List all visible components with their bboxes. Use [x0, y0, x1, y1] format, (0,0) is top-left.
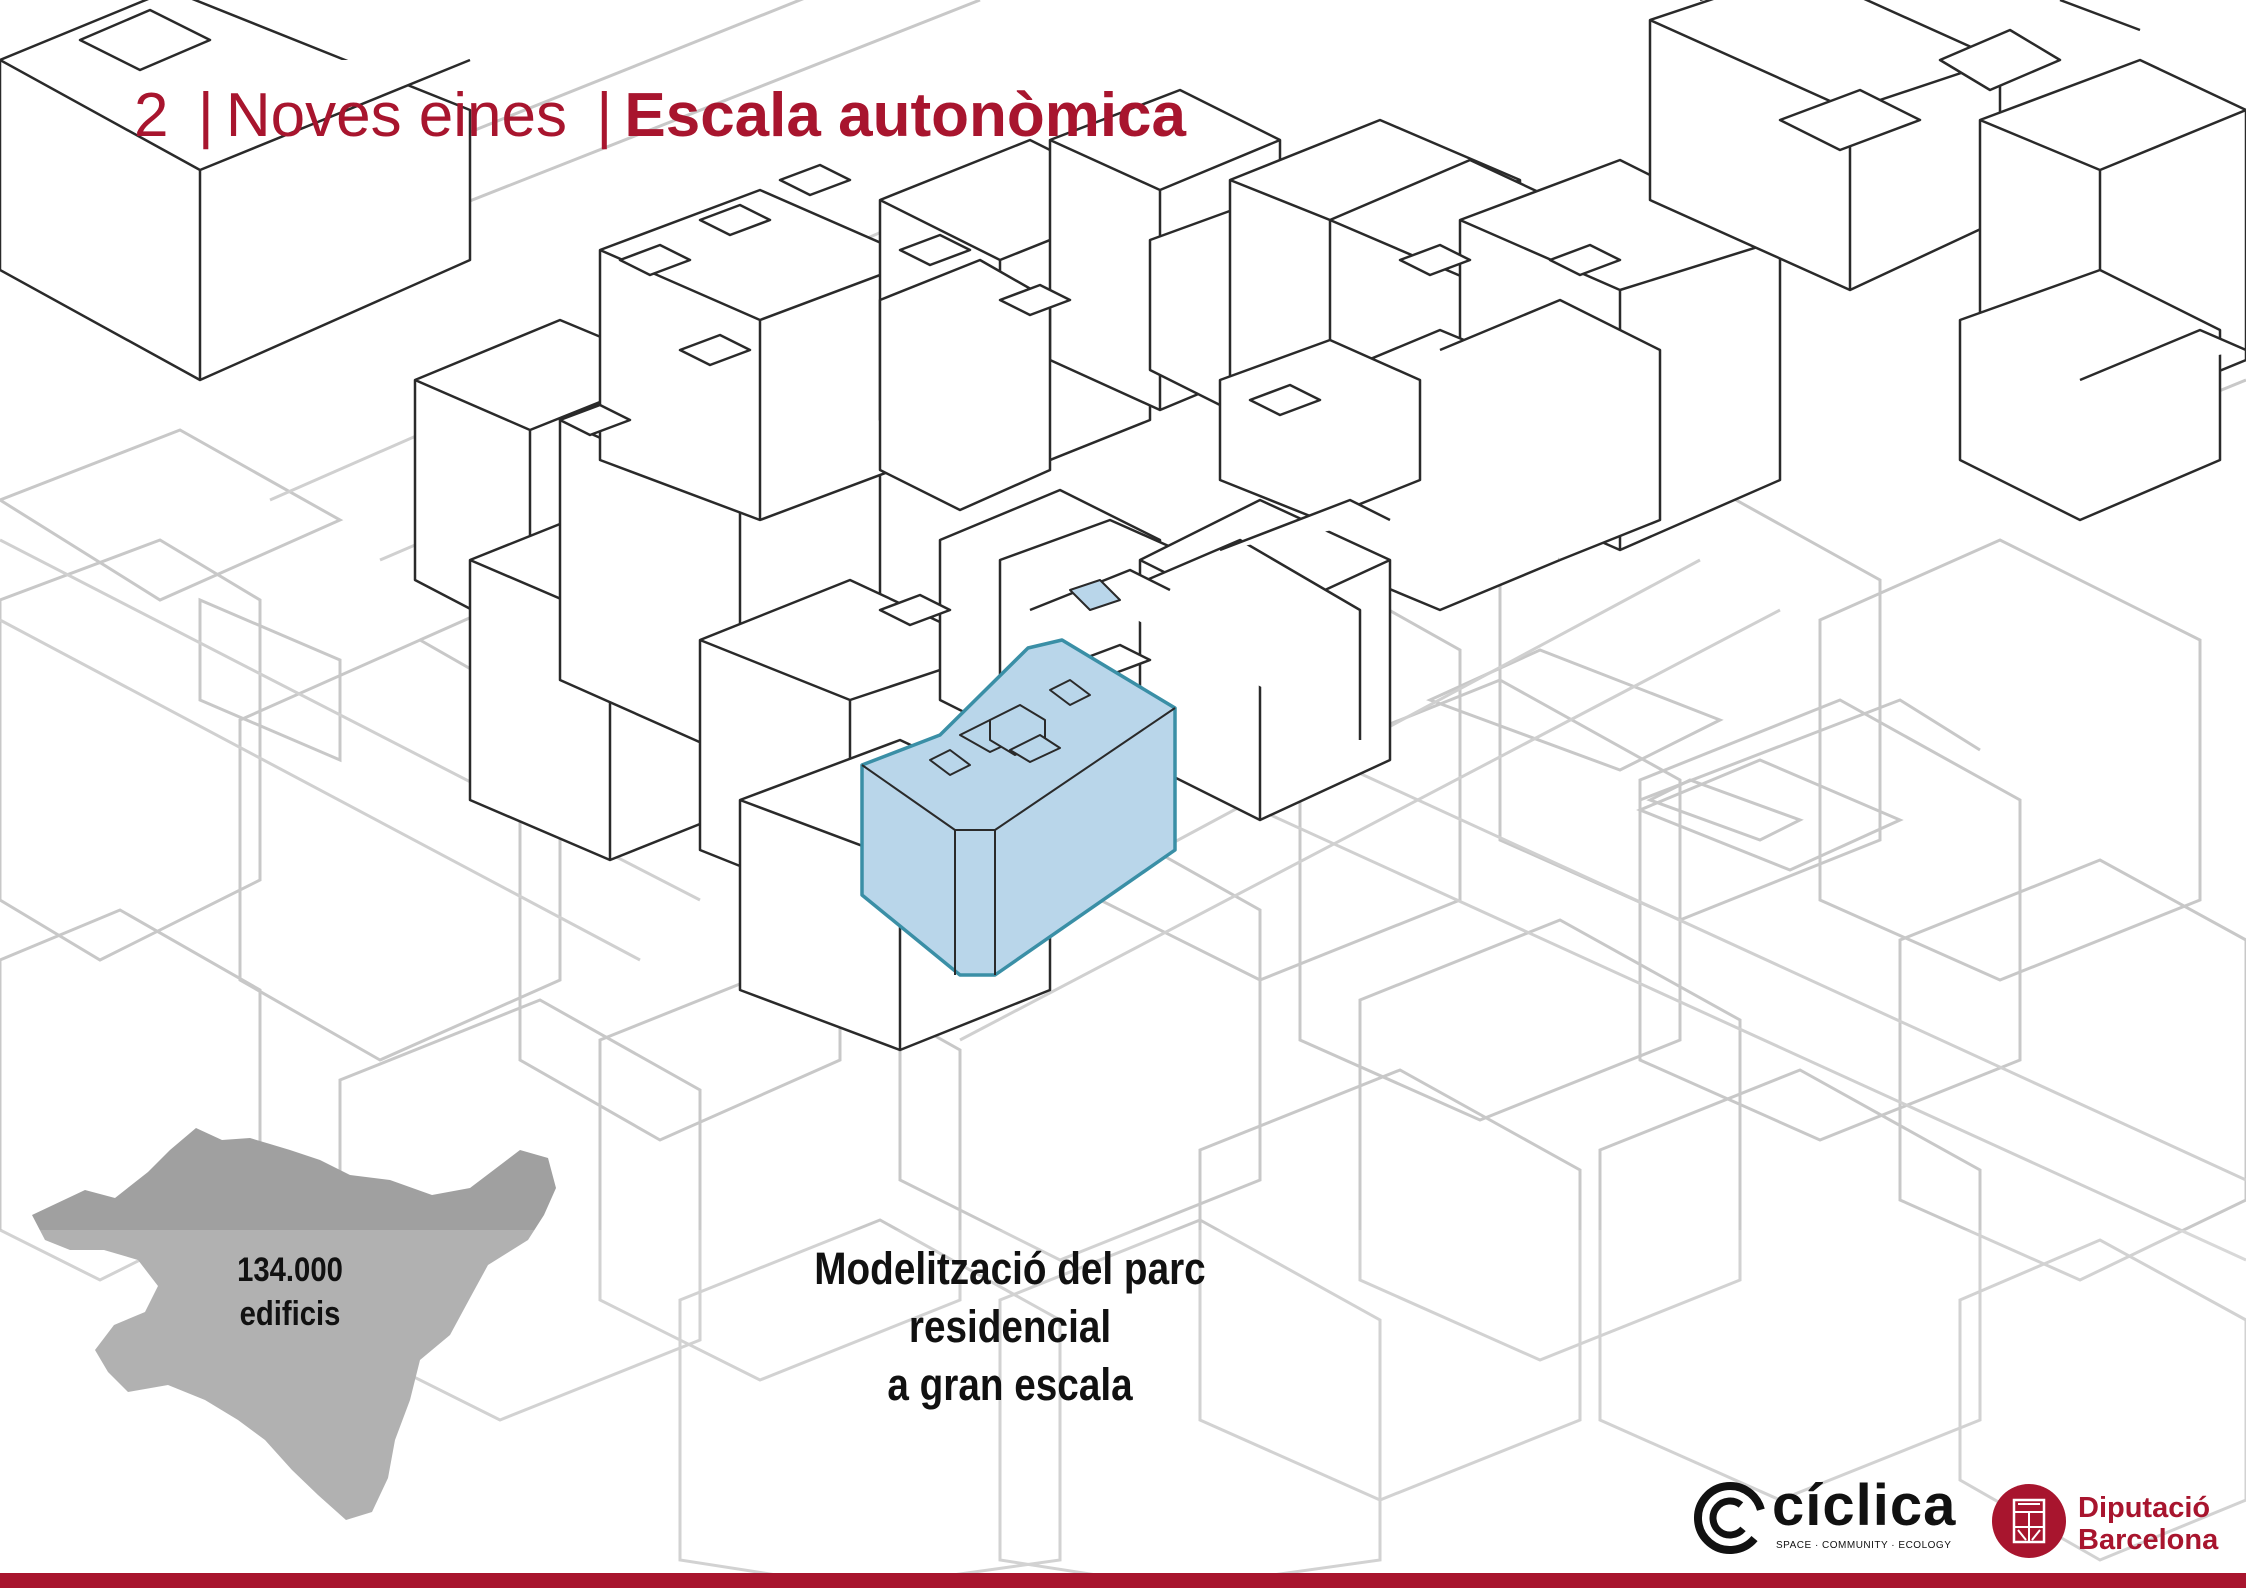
title-separator: |	[197, 81, 214, 150]
diputacio-line1: Diputació	[2078, 1492, 2211, 1524]
highlighted-building	[860, 579, 1177, 977]
ciclica-tagline: SPACE · COMMUNITY · ECOLOGY	[1776, 1540, 1952, 1551]
building-count-value: 134.000	[237, 1251, 343, 1289]
focus-block-buildings	[0, 0, 2246, 1052]
ciclica-logo: cíclica SPACE · COMMUNITY · ECOLOGY	[1690, 1473, 1955, 1558]
title-number: 2	[134, 81, 169, 150]
diputacio-emblem-icon	[1992, 1484, 2066, 1558]
title-part1: Noves eines	[225, 81, 568, 150]
ciclica-mark-icon	[1694, 1482, 1766, 1554]
diputacio-logo: Diputació Barcelona	[1990, 1480, 2230, 1560]
title-part2: Escala autonòmica	[624, 81, 1187, 150]
caption: Modelització del parc residencial a gran…	[709, 1240, 1311, 1414]
region-silhouette	[32, 1128, 556, 1520]
title-separator-2: |	[596, 81, 613, 150]
building-count-unit: edificis	[239, 1295, 341, 1333]
ciclica-wordmark: cíclica	[1772, 1473, 1957, 1538]
footer-bar	[0, 1573, 2246, 1588]
diputacio-line2: Barcelona	[2078, 1524, 2219, 1556]
building-count: 134.000 edificis	[208, 1248, 371, 1336]
page-title: 2 |Noves eines |Escala autonòmica	[134, 80, 1186, 151]
caption-line2: a gran escala	[887, 1359, 1133, 1410]
caption-line1: Modelització del parc residencial	[814, 1243, 1206, 1352]
